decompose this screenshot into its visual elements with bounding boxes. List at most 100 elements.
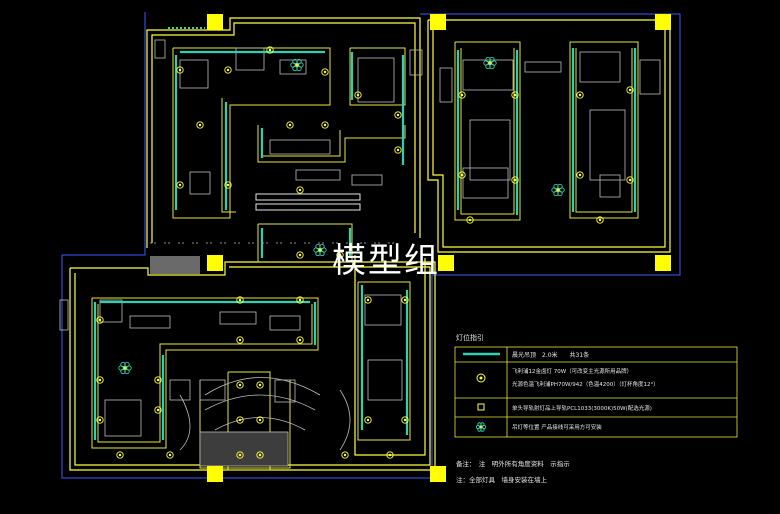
downlight-icon: [596, 216, 604, 224]
note-line-3: 注：全部灯具 墙身安装在墙上: [456, 475, 548, 484]
legend-pendant-symbol: [475, 422, 487, 432]
downlight-icon: [96, 376, 104, 384]
downlight-icon: [364, 296, 372, 304]
furniture-piece: [364, 294, 402, 326]
furniture-piece: [274, 379, 296, 403]
downlight-icon: [296, 251, 304, 259]
furniture-piece: [99, 299, 123, 323]
pendant-lamp-icon: [290, 58, 304, 72]
furniture-piece: [104, 399, 142, 437]
downlight-icon: [336, 251, 344, 259]
drawing-notes: 备注： 注 明外所有角度资料 示指示 注：全部灯具 墙身安装在墙上: [456, 459, 570, 484]
pendant-lamp-icon: [483, 56, 497, 70]
downlight-icon: [626, 176, 634, 184]
display-counter-curve: [204, 377, 321, 396]
furniture-piece: [439, 67, 453, 103]
pendant-lamp-symbols: [118, 56, 565, 375]
furniture-piece: [462, 167, 509, 199]
downlight-icon: [394, 111, 402, 119]
furniture-piece: [219, 311, 257, 325]
legend-row-4-text: 吊灯等位置 产品接线可采用方可安装: [512, 423, 602, 431]
lighting-legend: 灯位指引 晨光吊顶 2.0米 共31条 飞利浦12金卤灯 70W（可改变主光源所…: [454, 333, 738, 438]
downlight-icon: [176, 66, 184, 74]
downlight-icon: [96, 416, 104, 424]
pendant-lamp-icon: [118, 361, 132, 375]
furniture-piece: [639, 59, 661, 95]
furniture-piece: [169, 379, 191, 401]
downlight-icon: [116, 451, 124, 459]
legend-downlight-symbol: [476, 373, 486, 383]
furniture-piece: [269, 315, 301, 331]
downlight-symbols: [96, 46, 634, 459]
downlight-icon: [341, 451, 349, 459]
downlight-icon: [576, 91, 584, 99]
downlight-icon: [236, 416, 244, 424]
light-strips: [93, 48, 637, 440]
legend-title: 灯位指引: [456, 333, 484, 342]
hatched-areas: [150, 193, 361, 467]
downlight-icon: [296, 186, 304, 194]
downlight-icon: [386, 451, 394, 459]
furniture-piece: [357, 57, 395, 103]
downlight-icon: [166, 451, 174, 459]
furniture-piece: [295, 169, 341, 181]
furniture-piece: [269, 139, 331, 155]
downlight-icon: [236, 381, 244, 389]
downlight-icon: [236, 336, 244, 344]
downlight-icon: [458, 91, 466, 99]
downlight-icon: [154, 406, 162, 414]
downlight-icon: [626, 86, 634, 94]
furniture-piece: [579, 51, 621, 83]
furniture-piece: [367, 359, 403, 401]
furniture-piece: [199, 379, 226, 401]
display-counter-curve: [214, 417, 306, 431]
furniture-piece: [409, 49, 423, 76]
furniture-piece: [59, 299, 69, 331]
downlight-icon: [321, 121, 329, 129]
downlight-icon: [401, 296, 409, 304]
downlight-icon: [176, 181, 184, 189]
downlight-icon: [401, 416, 409, 424]
downlight-icon: [511, 91, 519, 99]
pendant-lamp-icon: [313, 243, 327, 257]
downlight-icon: [256, 416, 264, 424]
downlight-icon: [236, 451, 244, 459]
column-markers: [207, 14, 671, 482]
furniture-piece: [189, 171, 211, 195]
downlight-icon: [296, 296, 304, 304]
downlight-icon: [458, 171, 466, 179]
furniture-piece: [589, 109, 626, 181]
furniture-piece: [129, 315, 171, 329]
watermark: 模型组: [332, 241, 440, 281]
legend-row-3-text: 单头导轨射灯品上导轨PCL1033(3000K)50W(配选光源): [512, 404, 652, 412]
note-line-1: 备注： 注 明外所有角度资料 示指示: [456, 459, 570, 468]
pendant-lamp-icon: [551, 183, 565, 197]
furniture-piece: [599, 174, 621, 198]
display-counter-curve: [339, 389, 351, 451]
downlight-icon: [256, 451, 264, 459]
exterior-walls: [69, 17, 671, 471]
legend-spot-symbol: [477, 403, 485, 411]
downlight-icon: [511, 176, 519, 184]
legend-row-2-text-b: 光源色温飞利浦PH70W/942（色温4200）（灯杯角度12°）: [512, 380, 659, 388]
downlight-icon: [224, 181, 232, 189]
furniture-piece: [235, 47, 265, 71]
downlight-icon: [196, 121, 204, 129]
display-counter-curve: [204, 394, 316, 411]
display-counter-curve: [179, 394, 191, 451]
furniture-outlines: [59, 39, 661, 451]
furniture-piece: [179, 59, 209, 89]
downlight-icon: [296, 336, 304, 344]
downlight-icon: [224, 66, 232, 74]
furniture-piece: [524, 61, 562, 73]
downlight-icon: [154, 376, 162, 384]
furniture-piece: [154, 39, 166, 59]
downlight-icon: [256, 381, 264, 389]
furniture-piece: [469, 119, 511, 181]
downlight-icon: [466, 216, 474, 224]
legend-row-2-text-a: 飞利浦12金卤灯 70W（可改变主光源所用品牌）: [512, 367, 632, 375]
downlight-icon: [364, 416, 372, 424]
furniture-piece: [351, 174, 383, 186]
legend-row-1-text: 晨光吊顶 2.0米 共31条: [512, 351, 589, 359]
